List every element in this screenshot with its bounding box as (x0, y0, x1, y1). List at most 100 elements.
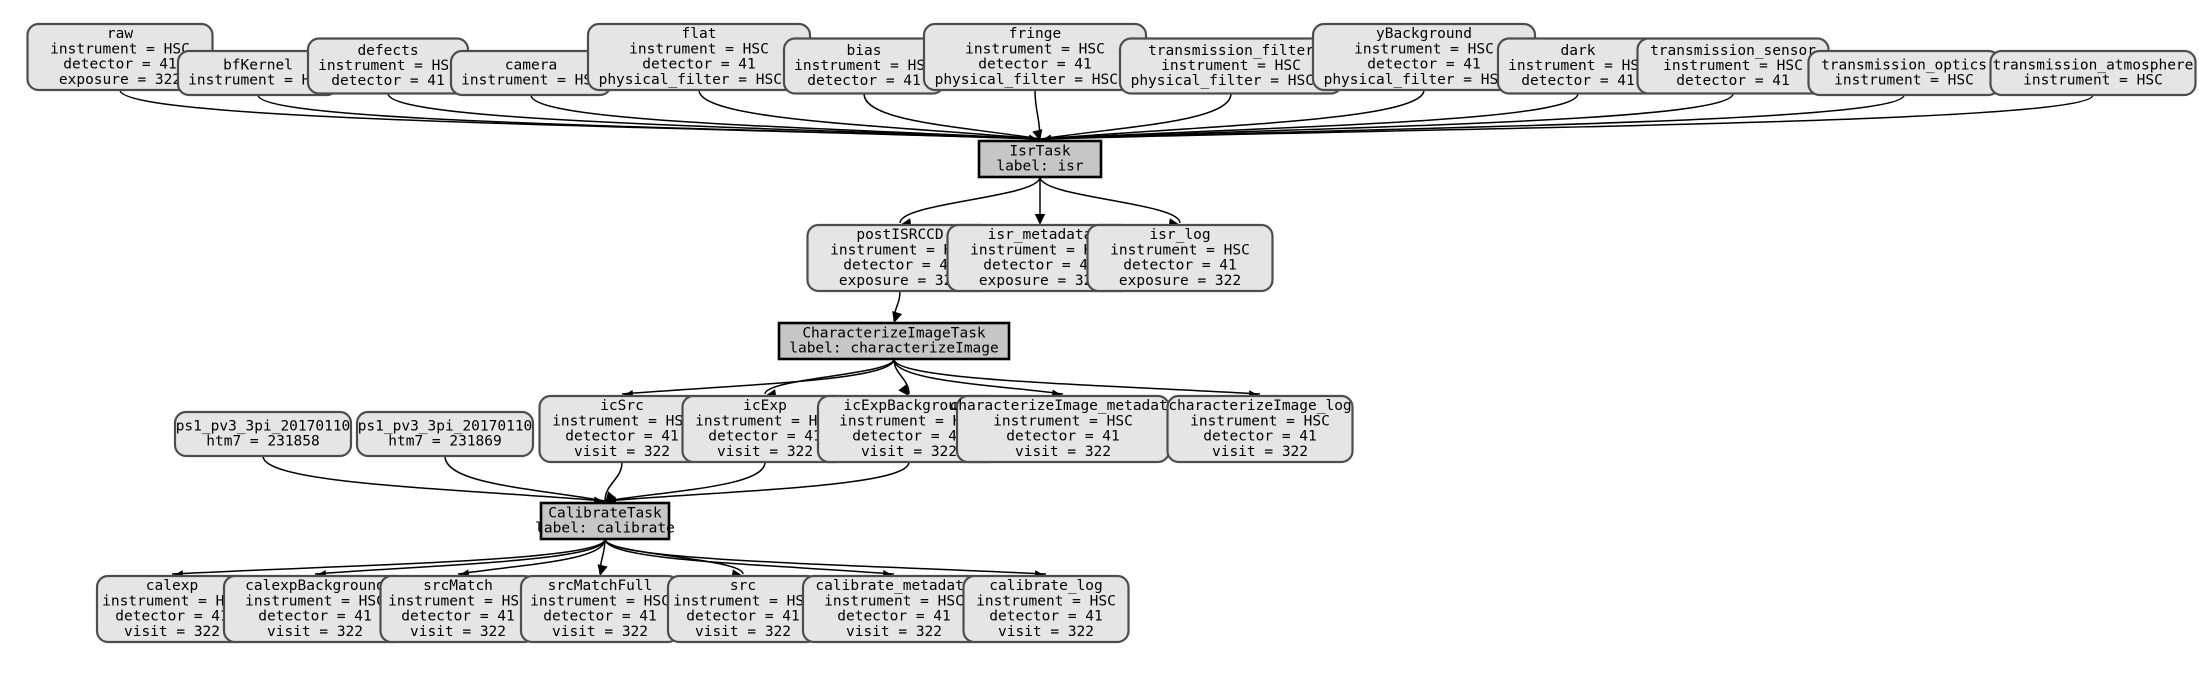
node-attribute: visit = 322 (1015, 444, 1111, 460)
node-attribute: instrument = HSC (188, 73, 328, 89)
edge (621, 358, 895, 401)
node-title: srcMatchFull (548, 578, 653, 594)
node-attribute: instrument = HSC (1508, 58, 1648, 74)
task-box (539, 501, 671, 541)
node-title: isr_log (1149, 227, 1210, 243)
node-title: transmission_optics (1821, 57, 1987, 73)
node-title: characterizeImage_log (1168, 398, 1351, 414)
node-attribute: physical_filter = HSC-Y (935, 72, 1136, 88)
node-attribute: visit = 322 (717, 444, 813, 460)
node-title: bfKernel (223, 57, 293, 73)
node-attribute: visit = 322 (410, 624, 506, 640)
edge-line (1039, 93, 1734, 140)
edge-line (387, 93, 1041, 140)
node-attribute: detector = 41 (686, 609, 800, 625)
edge-line (604, 461, 623, 502)
edge-arrowhead (898, 384, 909, 396)
node-title: calibrate_log (989, 578, 1103, 594)
node-attribute: instrument = HSC (50, 41, 190, 57)
node-attribute: visit = 322 (846, 624, 942, 640)
edge (530, 94, 1041, 146)
node-attribute: instrument = HSC (530, 593, 670, 609)
node-attribute: instrument = HSC (794, 58, 934, 74)
node-attribute: visit = 322 (998, 624, 1094, 640)
edge-line (1039, 94, 1905, 140)
node-attribute: detector = 41 (1123, 258, 1237, 274)
node-title: transmission_filter (1148, 43, 1314, 59)
node-attribute: instrument = HSC (552, 413, 692, 429)
node-attribute: instrument = HSC (695, 413, 835, 429)
edge-line (604, 461, 910, 502)
node-title: src (730, 578, 756, 594)
edge-line (604, 461, 766, 502)
node-attribute: detector = 41 (63, 57, 177, 73)
node-attribute: detector = 41 (1006, 429, 1120, 445)
edge-line (1039, 89, 1425, 140)
edge-line (621, 358, 895, 395)
edge-line (893, 358, 1064, 395)
node-title: icSrc (600, 398, 644, 414)
node-title: CharacterizeImageTask (802, 325, 986, 341)
node-attribute: visit = 322 (574, 444, 670, 460)
edge-arrowhead (892, 310, 903, 323)
node-attribute: instrument = HSC (1663, 58, 1803, 74)
edge-line (893, 358, 1261, 395)
node-attribute: exposure = 322 (979, 273, 1101, 289)
node-attribute: visit = 322 (124, 624, 220, 640)
edge (893, 358, 1261, 401)
node-title: srcMatch (423, 578, 493, 594)
node-attribute: visit = 322 (695, 624, 791, 640)
node-title: calibrate_metadata (815, 578, 972, 594)
node-attribute: instrument = HSC (245, 593, 385, 609)
edge-arrowhead (1032, 129, 1043, 141)
node-attribute: instrument = HSC (629, 41, 769, 57)
edge (893, 358, 1064, 400)
edge (1039, 93, 1734, 146)
edge (387, 93, 1041, 146)
edge (597, 538, 608, 576)
node-attribute: detector = 41 (1203, 429, 1317, 445)
node-attribute: detector = 41 (565, 429, 679, 445)
node-attribute: instrument = HSC (824, 593, 964, 609)
node-attribute: instrument = HSC (976, 593, 1116, 609)
dataset-box (1086, 223, 1274, 293)
edge-line (457, 538, 606, 575)
edge (604, 461, 623, 503)
node-attribute: exposure = 322 (59, 72, 181, 88)
node-attribute: instrument = HSC (839, 413, 979, 429)
node-attribute: htm7 = 231869 (388, 434, 502, 450)
edge (1034, 177, 1046, 225)
